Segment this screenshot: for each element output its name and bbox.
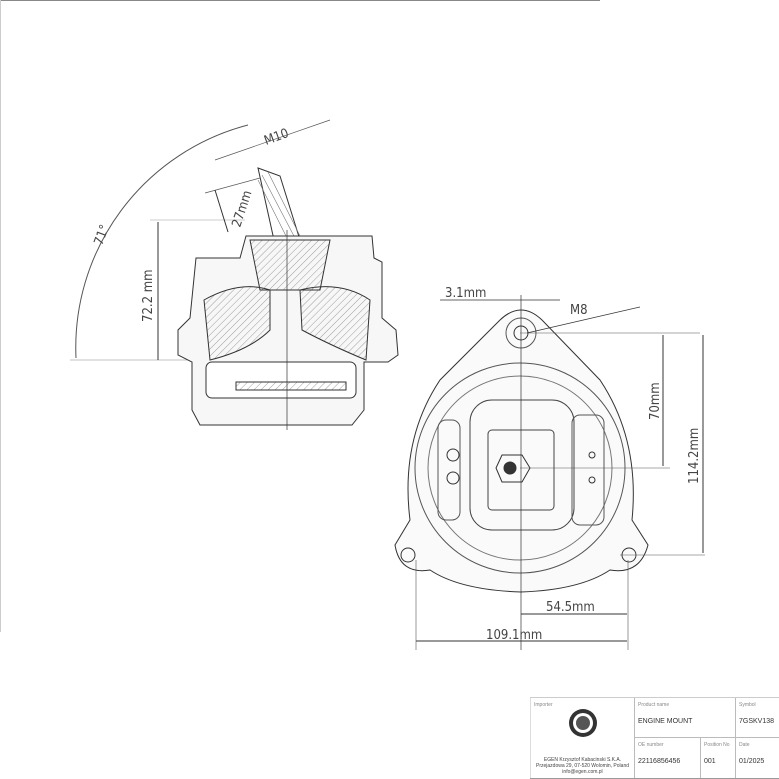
oe-number-label: OE number	[638, 742, 664, 748]
date-cell: Date 01/2025	[735, 738, 779, 778]
position-cell: Position No 001	[700, 738, 735, 778]
symbol: 7GSKV138	[739, 718, 775, 725]
overall-height-label: 114.2mm	[687, 428, 702, 484]
position-label: Position No	[704, 742, 730, 748]
symbol-label: Symbol	[739, 702, 756, 708]
oe-number-cell: OE number 22116856456	[634, 738, 700, 778]
hole-to-center-label: 70mm	[648, 382, 663, 420]
hole-spacing-label: 109.1mm	[486, 628, 542, 643]
address-line: Przejazdowa 29, 07-520 Wolomin, Poland	[535, 763, 630, 769]
side-view	[70, 119, 399, 430]
top-view	[394, 295, 705, 650]
date: 01/2025	[739, 758, 765, 765]
importer-cell: Importer EGEN Krzysztof Kabacinski S.K.A…	[530, 698, 634, 778]
position: 001	[704, 758, 716, 765]
oe-number: 22116856456	[638, 758, 681, 765]
address-line: EGEN Krzysztof Kabacinski S.K.A.	[543, 757, 622, 763]
product-name-label: Product name	[638, 702, 670, 708]
company-logo-icon	[569, 709, 597, 737]
symbol-cell: Symbol 7GSKV138	[735, 698, 779, 738]
product-name: ENGINE MOUNT	[638, 718, 693, 725]
importer-label: Importer	[534, 702, 553, 708]
half-width-label: 54.5mm	[546, 600, 595, 615]
thread-length-label: 27mm	[230, 189, 256, 229]
height-label: 72.2 mm	[141, 269, 156, 322]
m8-label: M8	[570, 303, 588, 318]
date-label: Date	[739, 742, 750, 748]
product-name-cell: Product name ENGINE MOUNT	[634, 698, 735, 738]
angle-arc	[75, 124, 249, 359]
m10-label: M10	[262, 126, 291, 149]
angle-label: 71°	[92, 223, 113, 248]
title-block: Importer EGEN Krzysztof Kabacinski S.K.A…	[530, 697, 779, 779]
address-line: info@egen.com.pl	[562, 769, 603, 775]
offset-label: 3.1mm	[445, 286, 486, 301]
